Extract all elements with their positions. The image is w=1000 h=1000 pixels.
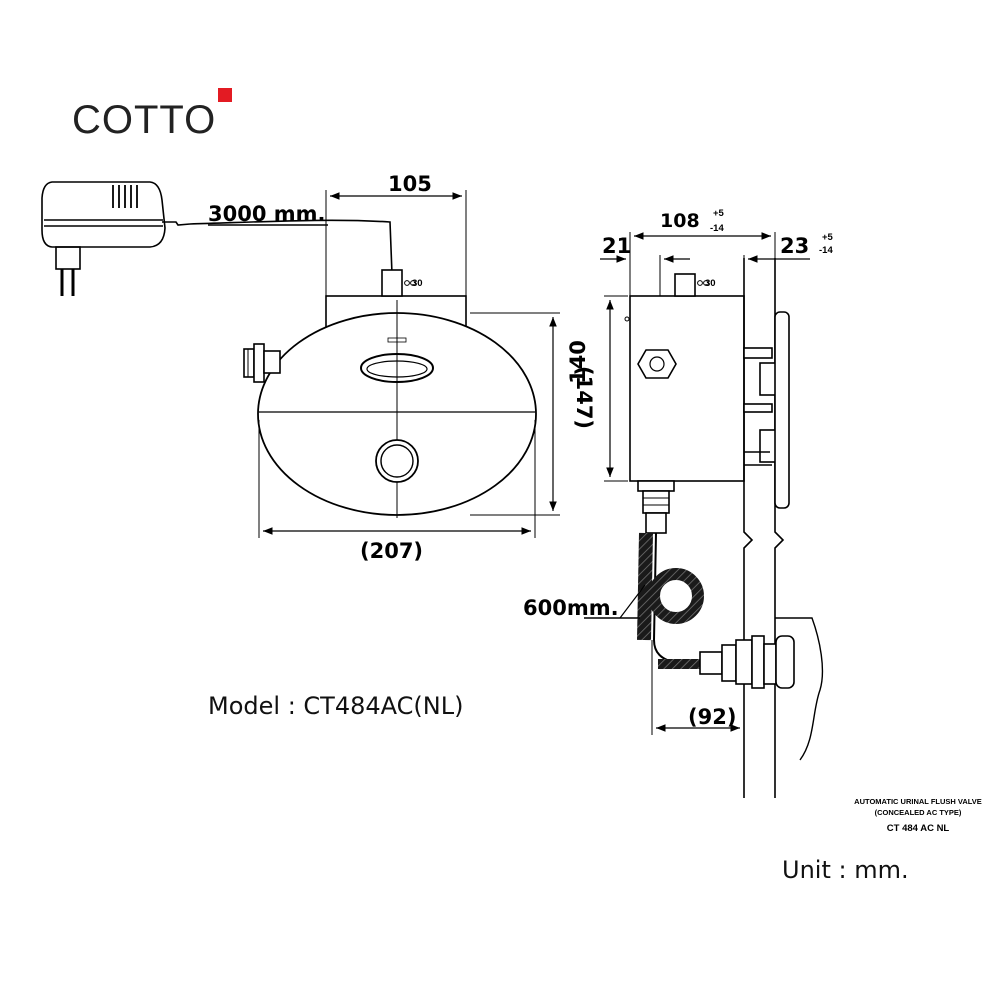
wall-tol-minus: -14	[819, 245, 833, 256]
unit-label: Unit : mm.	[782, 856, 909, 884]
wall-offset-label: 23	[780, 234, 809, 258]
hose-length-label: 600mm.	[523, 596, 619, 620]
body-depth-tol-plus: +5	[713, 208, 725, 219]
body-depth-tol-minus: -14	[710, 223, 724, 234]
cable-length-label: 3000 mm.	[208, 202, 326, 226]
brand-accent-square	[218, 88, 232, 102]
inlet-size-label-front: 30	[412, 278, 423, 289]
title-block: AUTOMATIC URINAL FLUSH VALVE (CONCEALED …	[854, 797, 982, 834]
inlet-size-label-side: 30	[705, 278, 716, 289]
outlet-depth-label: (92)	[688, 705, 736, 729]
cotto-logo: COTTO	[72, 88, 232, 142]
front-view	[243, 190, 560, 538]
title-line-3: CT 484 AC NL	[887, 823, 950, 834]
power-adapter	[41, 181, 393, 296]
title-line-1: AUTOMATIC URINAL FLUSH VALVE	[854, 797, 982, 806]
model-label: Model : CT484AC(NL)	[208, 692, 463, 720]
overall-width-label: (207)	[360, 539, 423, 563]
overall-height-label: (147)	[572, 366, 596, 429]
top-width-label: 105	[388, 172, 432, 196]
side-view	[584, 232, 824, 798]
body-depth-label: 108	[660, 210, 700, 232]
brand-name: COTTO	[72, 98, 216, 142]
title-line-2: (CONCEALED AC TYPE)	[875, 808, 962, 817]
wall-tol-plus: +5	[822, 232, 834, 243]
body-height-label: 140	[566, 340, 590, 384]
front-offset-label: 21	[602, 234, 631, 258]
